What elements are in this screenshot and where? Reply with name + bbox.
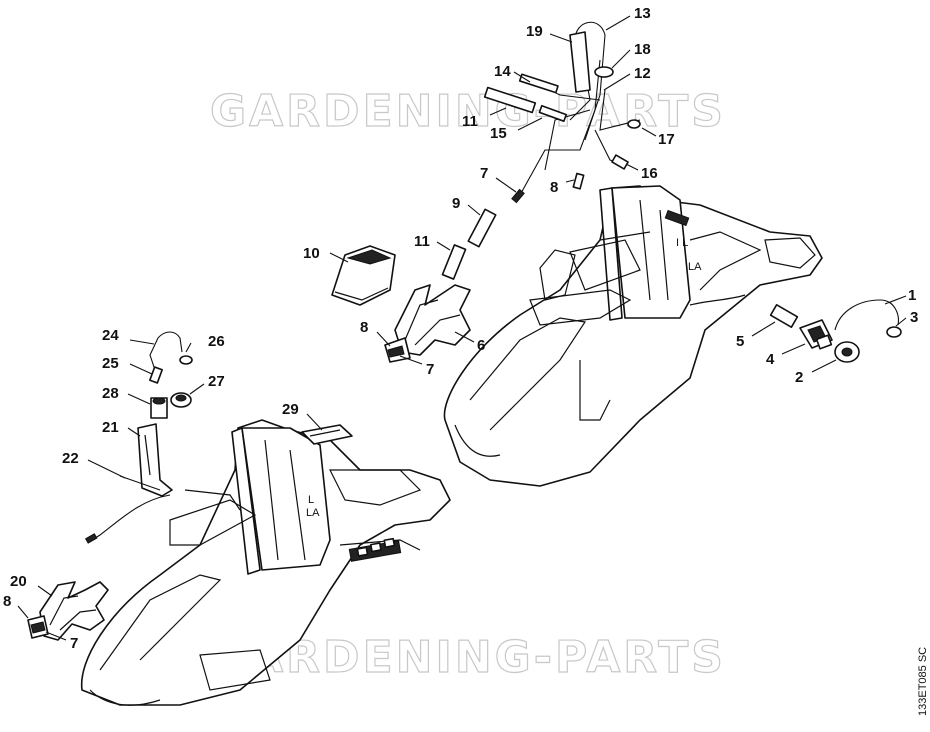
- callout-13: 13: [634, 5, 651, 22]
- callout-3: 3: [910, 309, 918, 326]
- plate-29: [301, 424, 353, 445]
- sleeve-5: [769, 304, 799, 328]
- callout-2: 2: [795, 369, 803, 386]
- callout-7a: 7: [426, 361, 434, 378]
- part-28: [150, 397, 168, 419]
- callout-4: 4: [766, 351, 775, 368]
- callout-17: 17: [658, 131, 675, 148]
- handle-housing-upper: I L LA: [443, 185, 823, 487]
- callout-26: 26: [208, 333, 225, 350]
- svg-text:LA: LA: [688, 261, 702, 273]
- callout-7c: 7: [70, 635, 78, 652]
- part-27: [170, 392, 192, 408]
- contact-spring-21: [137, 423, 173, 497]
- callout-12: 12: [634, 65, 651, 82]
- callout-19: 19: [526, 23, 543, 40]
- drawing-code: 133ET085 SC: [917, 647, 929, 716]
- callout-1: 1: [908, 287, 916, 304]
- cover-plate-10: [331, 245, 396, 306]
- svg-text:L: L: [308, 494, 314, 506]
- callout-20: 20: [10, 573, 27, 590]
- grommet-2: [834, 341, 860, 363]
- callout-28: 28: [102, 385, 119, 402]
- short-circuit-wire-22: [84, 475, 171, 544]
- ground-wire-1: [834, 299, 902, 338]
- callout-8c: 8: [3, 593, 11, 610]
- callout-6: 6: [477, 337, 485, 354]
- callout-numbers: 1 2 3 4 5 6 7 7 7 8 8 8 9 10 11 11 12 13…: [3, 5, 918, 652]
- callout-8a: 8: [360, 319, 368, 336]
- svg-text:I L: I L: [676, 237, 688, 249]
- callout-21: 21: [102, 419, 119, 436]
- watermark-top: GARDENING-PARTS: [210, 86, 726, 137]
- callout-25: 25: [102, 355, 119, 372]
- callout-14: 14: [494, 63, 511, 80]
- callout-5: 5: [736, 333, 744, 350]
- ground-wire-24: [149, 331, 193, 384]
- callout-8b: 8: [550, 179, 558, 196]
- svg-text:LA: LA: [306, 507, 320, 519]
- tube-11: [441, 244, 467, 280]
- callout-10: 10: [303, 245, 320, 262]
- callout-22: 22: [62, 450, 79, 467]
- callout-24: 24: [102, 327, 119, 344]
- callout-9: 9: [452, 195, 460, 212]
- spring-clip-20: [27, 581, 109, 641]
- spring-clip-6: [384, 284, 471, 363]
- callout-leaders: [17, 15, 907, 641]
- callout-18: 18: [634, 41, 651, 58]
- connector-4: [799, 319, 833, 350]
- callout-29: 29: [282, 401, 299, 418]
- callout-15: 15: [490, 125, 507, 142]
- callout-27: 27: [208, 373, 225, 390]
- callout-7b: 7: [480, 165, 488, 182]
- callout-11b: 11: [414, 233, 430, 250]
- callout-11a: 11: [462, 113, 478, 130]
- handle-housing-lower: L LA: [80, 419, 451, 706]
- wiring-harness: [483, 21, 641, 204]
- callout-16: 16: [641, 165, 658, 182]
- tube-9: [467, 208, 497, 248]
